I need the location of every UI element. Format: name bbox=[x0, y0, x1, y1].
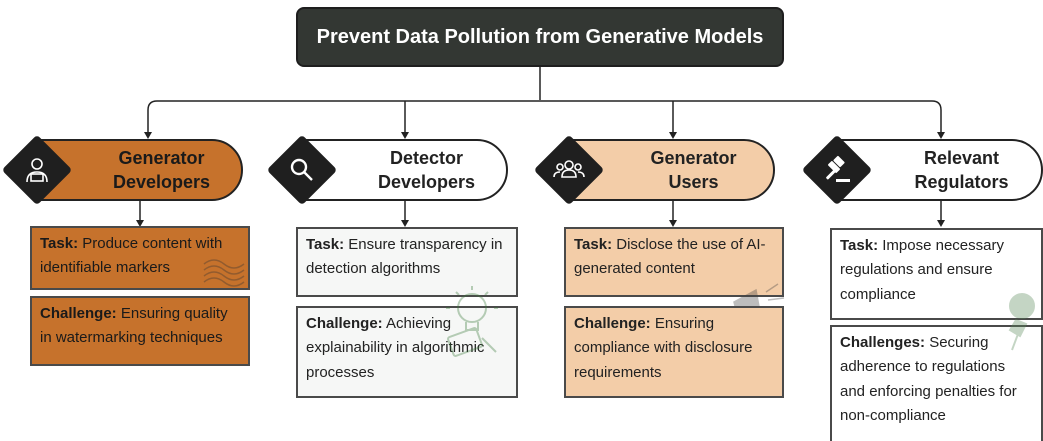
root-title: Prevent Data Pollution from Generative M… bbox=[296, 7, 784, 67]
challenge-label: Challenge: bbox=[574, 315, 651, 332]
header-line1: Detector bbox=[389, 147, 464, 168]
header-line1: Generator bbox=[118, 147, 205, 168]
challenge-text: Ensuring quality in watermarking techniq… bbox=[40, 305, 228, 347]
magnifier-icon bbox=[277, 145, 327, 195]
task-card-generator-users: Task: Disclose the use of AI-generated c… bbox=[564, 227, 784, 297]
challenge-label: Challenge: bbox=[40, 305, 117, 322]
task-card-relevant-regulators: Task: Impose necessary regulations and e… bbox=[830, 228, 1043, 320]
task-text: Disclose the use of AI-generated content bbox=[574, 236, 766, 278]
task-label: Task: bbox=[40, 235, 79, 252]
gavel-icon bbox=[812, 145, 862, 195]
challenge-text: Securing adherence to regulations and en… bbox=[840, 334, 1017, 424]
developer-icon bbox=[12, 145, 62, 195]
header-line1: Relevant bbox=[923, 147, 1000, 168]
challenge-label: Challenge: bbox=[306, 315, 383, 332]
task-label: Task: bbox=[574, 236, 613, 253]
header-line1: Generator bbox=[650, 147, 737, 168]
watermark-lightbulb-icon bbox=[446, 286, 498, 357]
header-line2: Developers bbox=[377, 172, 476, 192]
challenge-label: Challenges: bbox=[840, 334, 926, 351]
watermark-microphone-icon bbox=[1008, 293, 1035, 351]
task-text: Impose necessary regulations and ensure … bbox=[840, 237, 1004, 303]
task-text: Produce content with identifiable marker… bbox=[40, 235, 223, 277]
challenge-card-generator-users: Challenge: Ensuring compliance with disc… bbox=[564, 306, 784, 398]
users-group-icon bbox=[544, 145, 594, 195]
task-card-detector-developers: Task: Ensure transparency in detection a… bbox=[296, 227, 518, 297]
header-line2: Users bbox=[668, 172, 719, 192]
task-label: Task: bbox=[306, 236, 345, 253]
task-label: Task: bbox=[840, 237, 879, 254]
task-card-generator-developers: Task: Produce content with identifiable … bbox=[30, 226, 250, 290]
challenge-card-detector-developers: Challenge: Achieving explainability in a… bbox=[296, 306, 518, 398]
challenge-card-relevant-regulators: Challenges: Securing adherence to regula… bbox=[830, 325, 1043, 441]
header-line2: Developers bbox=[112, 172, 211, 192]
task-text: Ensure transparency in detection algorit… bbox=[306, 236, 503, 278]
header-line2: Regulators bbox=[914, 172, 1009, 192]
challenge-card-generator-developers: Challenge: Ensuring quality in watermark… bbox=[30, 296, 250, 366]
watermark-stamp-icon bbox=[203, 259, 245, 287]
challenge-text: Ensuring compliance with disclosure requ… bbox=[574, 315, 753, 381]
challenge-text: Achieving explainability in algorithmic … bbox=[306, 315, 485, 381]
